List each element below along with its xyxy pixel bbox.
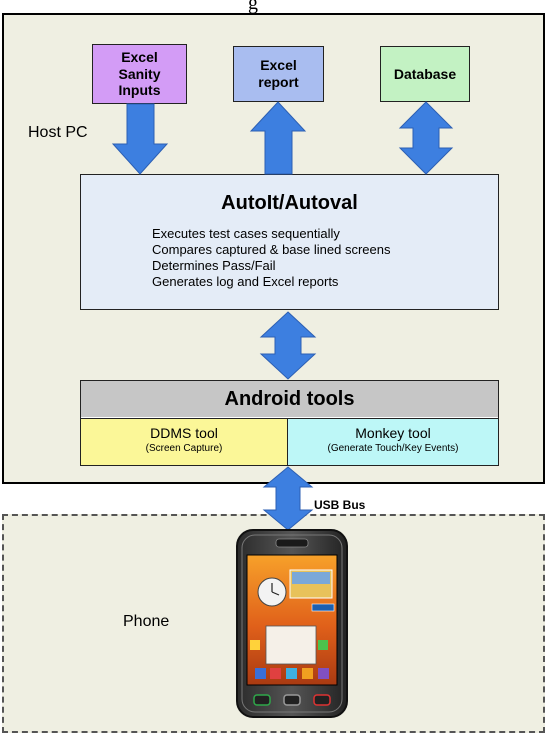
ddms-tool-name: DDMS tool bbox=[150, 425, 218, 441]
arrow-autoit-android bbox=[259, 311, 317, 380]
autoit-line: Determines Pass/Fail bbox=[152, 258, 276, 273]
ddms-tool-box: DDMS tool (Screen Capture) bbox=[81, 418, 288, 465]
autoit-autoval-box bbox=[80, 174, 499, 310]
usb-bus-label: USB Bus bbox=[314, 498, 366, 512]
arrow-autoit-to-report bbox=[249, 101, 307, 175]
top-text-fragment: g bbox=[248, 0, 258, 14]
autoit-title: AutoIt/Autoval bbox=[221, 192, 358, 214]
excel-sanity-inputs-box: Excel Sanity Inputs bbox=[92, 44, 187, 104]
autoit-line: Generates log and Excel reports bbox=[152, 274, 339, 289]
phone-label: Phone bbox=[123, 613, 170, 630]
database-box: Database bbox=[380, 46, 470, 102]
android-tools-title: Android tools bbox=[81, 381, 498, 417]
arrow-inputs-to-autoit bbox=[111, 103, 169, 175]
phone-illustration bbox=[236, 529, 348, 718]
autoit-line: Compares captured & base lined screens bbox=[152, 242, 391, 257]
monkey-tool-subtitle: (Generate Touch/Key Events) bbox=[327, 443, 459, 454]
arrow-database-autoit bbox=[398, 101, 454, 175]
autoit-description: Executes test cases sequentially Compare… bbox=[152, 226, 492, 290]
autoit-line: Executes test cases sequentially bbox=[152, 226, 340, 241]
monkey-tool-box: Monkey tool (Generate Touch/Key Events) bbox=[288, 418, 498, 465]
excel-report-box: Excel report bbox=[233, 46, 324, 102]
host-pc-label: Host PC bbox=[28, 124, 88, 141]
arrow-android-phone bbox=[262, 466, 314, 531]
monkey-tool-name: Monkey tool bbox=[355, 425, 431, 441]
ddms-tool-subtitle: (Screen Capture) bbox=[145, 443, 223, 454]
